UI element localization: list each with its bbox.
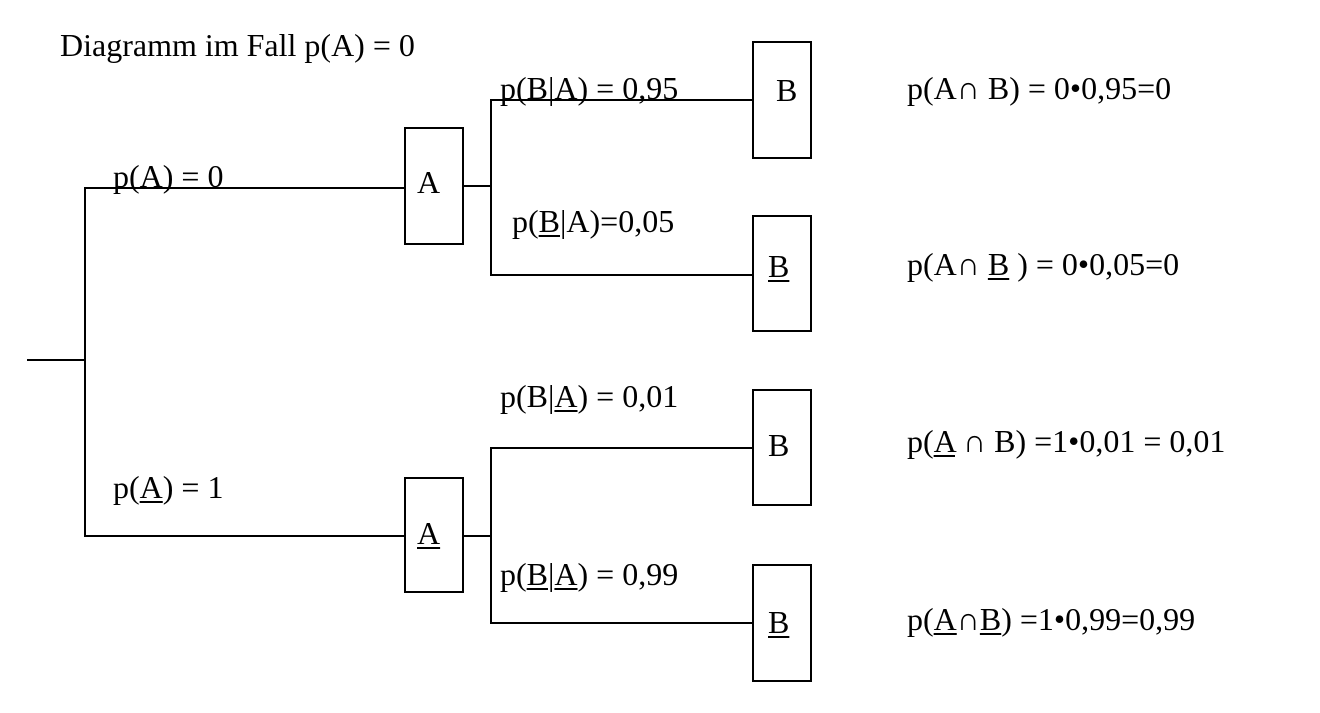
node-A-notB: B <box>752 215 812 332</box>
result-notA-notB: p(A∩B) =1•0,99=0,99 <box>907 601 1196 637</box>
stub-notA <box>463 535 491 537</box>
node-notA-label: A <box>417 515 441 551</box>
branch-label-notA-B: p(B|A) = 0,01 <box>500 378 679 414</box>
node-notA-notB-label: B <box>768 604 790 640</box>
node-A-label: A <box>417 164 441 200</box>
node-A-B: B <box>752 41 812 159</box>
root-vertical <box>84 187 86 537</box>
branch-line-notA <box>84 535 405 537</box>
branch-line-A <box>84 187 405 189</box>
result-notA-B: p(A ∩ B) =1•0,01 = 0,01 <box>907 423 1226 459</box>
branch-label-A-B: p(B|A) = 0,95 <box>500 70 679 106</box>
vertical-notA <box>490 447 492 624</box>
branch-label-notA-notB: p(B|A) = 0,99 <box>500 556 679 592</box>
diagram-title: Diagramm im Fall p(A) = 0 <box>60 27 415 63</box>
branch-label-A-notB: p(B|A)=0,05 <box>512 203 675 239</box>
branch-label-A: p(A) = 0 <box>113 158 224 194</box>
node-A-notB-label: B <box>768 248 790 284</box>
root-stem <box>27 359 85 361</box>
branch-line-A-B <box>490 99 754 101</box>
result-A-notB: p(A∩ B ) = 0•0,05=0 <box>907 246 1180 282</box>
branch-line-notA-notB <box>490 622 754 624</box>
node-notA: A <box>404 477 464 593</box>
branch-line-A-notB <box>490 274 754 276</box>
stub-A <box>463 185 491 187</box>
node-notA-B-label: B <box>768 427 790 463</box>
vertical-A <box>490 99 492 276</box>
node-A: A <box>404 127 464 245</box>
branch-line-notA-B <box>490 447 754 449</box>
result-A-B: p(A∩ B) = 0•0,95=0 <box>907 70 1172 106</box>
node-notA-notB: B <box>752 564 812 682</box>
node-A-B-label: B <box>776 72 798 108</box>
branch-label-notA: p(A) = 1 <box>113 469 224 505</box>
node-notA-B: B <box>752 389 812 506</box>
